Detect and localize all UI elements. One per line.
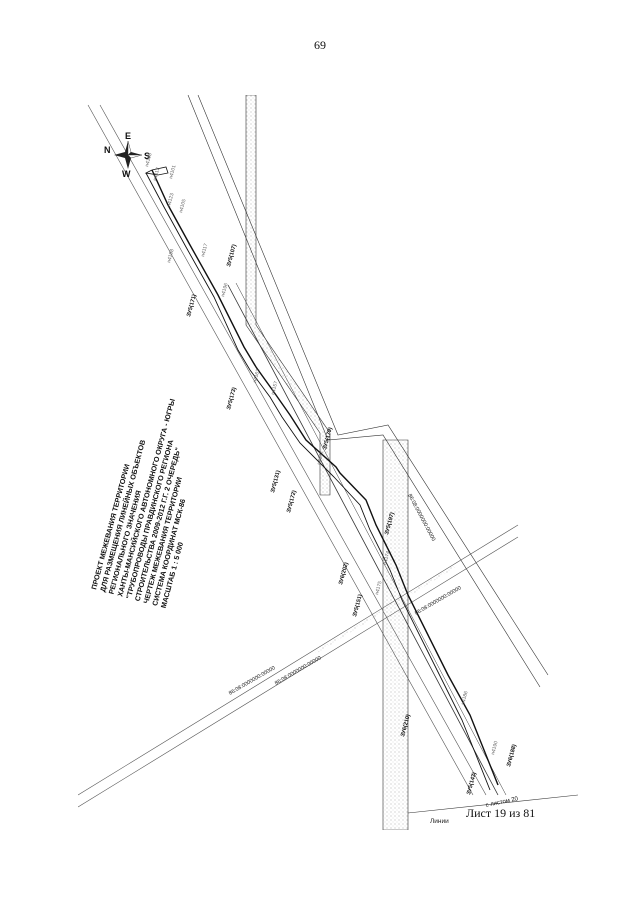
compass-north: N — [104, 145, 111, 155]
title-block: ПРОЕКТ МЕЖЕВАНИЯ ТЕРРИТОРИИ ДЛЯ РАЗМЕЩЕН… — [89, 398, 187, 609]
parcel-label: ЗУ6(210) — [400, 714, 412, 738]
sheet-edge-line — [407, 794, 578, 814]
parcel-label: ЗУ5(173) — [226, 387, 238, 411]
sheet-label: Лист 19 из 81 — [466, 806, 536, 820]
point-label: н4198 — [166, 248, 175, 263]
cadastral-number: 86:08:0000000:00000 — [414, 585, 462, 616]
parcel-label: ЗУ6(202) — [338, 562, 350, 586]
cadastral-labels: 86:08:0000000:00000 86:08:0000000:00000 … — [228, 493, 462, 697]
map-frame: N E S W ПРОЕКТ МЕЖЕВАНИЯ ТЕРРИТОРИИ ДЛЯ … — [78, 95, 578, 830]
point-label: н4147 — [316, 450, 325, 465]
point-label: н4123 — [166, 192, 175, 207]
compass-east: E — [125, 131, 131, 141]
parcel-label: ЗУ6(188) — [506, 744, 518, 768]
page-number: 69 — [314, 38, 326, 52]
compass-west: W — [122, 169, 131, 179]
point-label: н4162 — [252, 368, 261, 383]
road-east — [245, 95, 409, 830]
cadastral-number: 86:08:0000000:00000 — [406, 493, 436, 542]
parcel-label: ЗУ5(143) — [466, 772, 478, 796]
road-diagonal — [187, 95, 549, 688]
cadastral-number: 86:08:0000000:00000 — [228, 665, 276, 696]
point-label: н4105 — [178, 198, 187, 213]
corridor-lines — [87, 104, 507, 796]
point-label: н4196 — [220, 282, 229, 297]
point-label: н4101 — [168, 164, 177, 179]
parcel-label: ЗУ5(171) — [186, 294, 198, 318]
point-label: н4157 — [270, 380, 279, 395]
line-note: Линии — [430, 818, 449, 825]
point-label: н4190 — [490, 740, 499, 755]
parcel-label: ЗУ5(151) — [352, 594, 364, 618]
parcel-label: ЗУ5(107) — [226, 244, 238, 268]
point-label: н4186 — [460, 690, 469, 705]
parcel-label: ЗУ5(131) — [270, 470, 282, 494]
parcel-label: ЗУ5(197) — [384, 512, 396, 536]
map-canvas: N E S W ПРОЕКТ МЕЖЕВАНИЯ ТЕРРИТОРИИ ДЛЯ … — [78, 95, 578, 830]
point-label: н4108 — [144, 152, 153, 167]
cross-road — [78, 524, 519, 808]
point-label: н4117 — [200, 243, 209, 258]
parcel-label: ЗУ5(172) — [286, 490, 298, 514]
compass-rose: N E S W — [104, 131, 150, 179]
pipeline-parcel-outline — [151, 169, 499, 786]
parcel-label: ЗУ5(179) — [322, 427, 334, 451]
compass-south: S — [144, 151, 150, 161]
point-labels: н4108 н4112 н4101 н4123 н4105 н4198 н411… — [144, 152, 499, 755]
point-label: н4174 — [382, 550, 391, 565]
parcel-labels: ЗУ5(107) ЗУ5(171) ЗУ5(173) ЗУ5(179) ЗУ5(… — [186, 244, 518, 796]
point-label: н4175 — [374, 580, 383, 595]
point-label: н4112 — [152, 167, 161, 182]
